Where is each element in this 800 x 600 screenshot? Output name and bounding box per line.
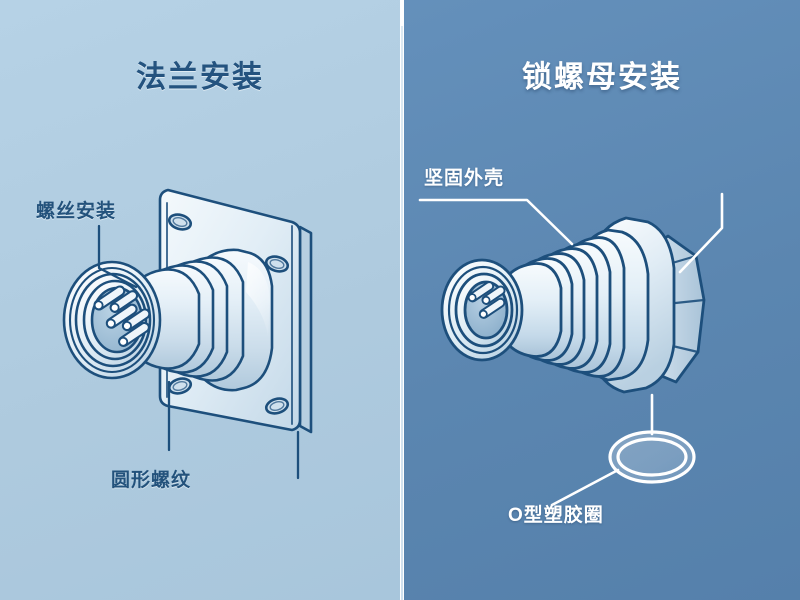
connector-collar-ring-2 [68, 266, 156, 374]
leader-solid-shell [418, 198, 574, 246]
leader-nut-right [678, 192, 724, 274]
label-round-thread: 圆形螺纹 [111, 470, 192, 491]
barrel-collar-ring-2 [447, 265, 519, 355]
label-solid-shell: 坚固外壳 [424, 168, 505, 189]
leader-screw-mount [97, 224, 138, 289]
label-o-ring: O型塑胶圈 [508, 505, 604, 526]
flange-hole-inner [172, 216, 285, 412]
locknut-connector-drawing [418, 192, 724, 507]
label-screw-mount: 螺丝安装 [36, 201, 117, 222]
barrel-pin-tips [467, 293, 491, 319]
threaded-barrel [497, 236, 626, 378]
flange-plate-edge [298, 225, 313, 434]
leader-lines-right [418, 192, 724, 507]
connector-barrel-rings [122, 256, 245, 382]
panel-divider-line [401, 26, 403, 600]
flange-connector-drawing [62, 188, 313, 480]
barrel-highlight [246, 262, 270, 336]
connector-pin-tips [93, 300, 132, 347]
panel-right-title: 锁螺母安装 [522, 61, 682, 94]
leader-o-ring-label [550, 468, 620, 507]
panel-left-title: 法兰安装 [136, 61, 264, 94]
o-ring [608, 430, 696, 484]
